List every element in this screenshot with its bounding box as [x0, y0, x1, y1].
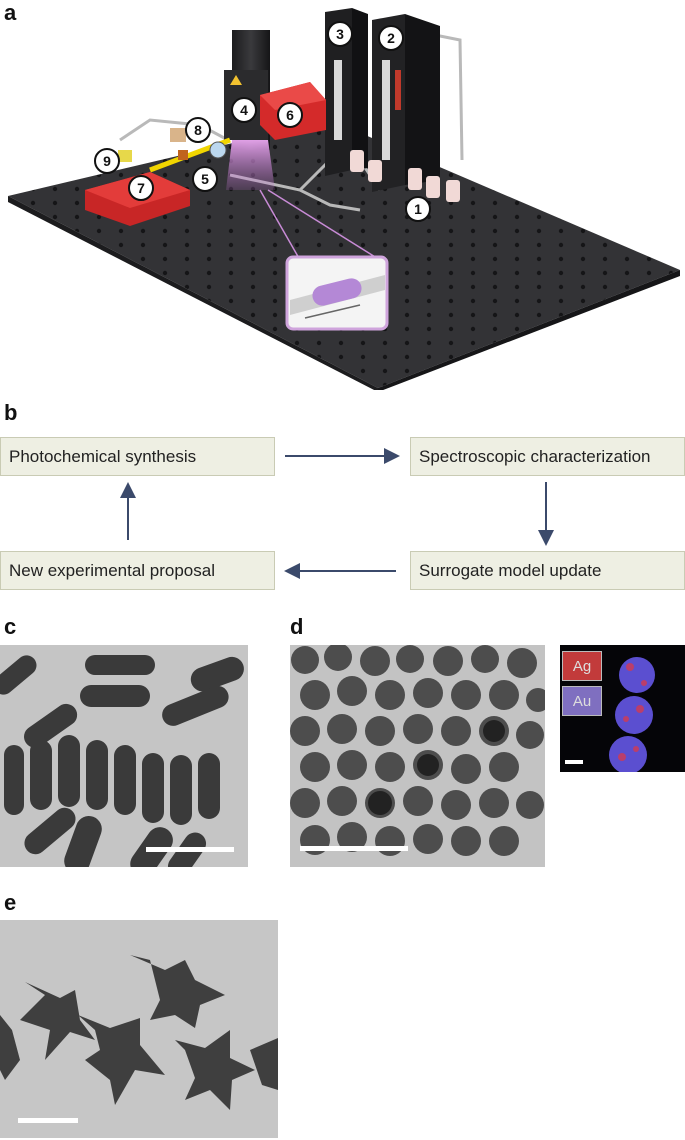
- svg-text:5: 5: [201, 171, 209, 187]
- scale-bar-e: [18, 1118, 78, 1123]
- surrogate-model-update-box: Surrogate model update: [410, 551, 685, 590]
- svg-text:8: 8: [194, 122, 202, 138]
- collimator: [209, 141, 227, 159]
- panel-label-c: c: [4, 614, 17, 639]
- photochemical-synthesis-label: Photochemical synthesis: [9, 446, 197, 466]
- svg-text:7: 7: [137, 180, 145, 196]
- new-experimental-proposal-box: New experimental proposal: [0, 551, 275, 590]
- optic-9: [118, 150, 132, 162]
- svg-text:2: 2: [387, 30, 395, 46]
- spectroscopic-characterization-label: Spectroscopic characterization: [419, 446, 651, 466]
- component-marker-8: 8: [185, 117, 211, 143]
- component-marker-7: 7: [128, 175, 154, 201]
- component-marker-3: 3: [327, 21, 353, 47]
- scale-bar-d: [300, 846, 408, 851]
- spectroscopic-characterization-box: Spectroscopic characterization: [410, 437, 685, 476]
- surrogate-model-update-label: Surrogate model update: [419, 560, 602, 580]
- component-marker-6: 6: [277, 102, 303, 128]
- tem-image-nanorods: [0, 645, 248, 867]
- component-marker-1: 1: [405, 196, 431, 222]
- svg-text:9: 9: [103, 153, 111, 169]
- svg-text:6: 6: [286, 107, 294, 123]
- reagent-vials: [350, 150, 460, 202]
- scale-bar-c: [146, 847, 234, 852]
- legend-ag: Ag: [562, 651, 602, 681]
- component-marker-2: 2: [378, 25, 404, 51]
- optic-5: [178, 150, 188, 160]
- svg-text:1: 1: [414, 201, 422, 217]
- syringe-pump-tower-3: [325, 8, 368, 176]
- panel-label-a: a: [4, 0, 17, 25]
- flow-synthesis-setup-illustration: 3 2 4 6 8 9 5 7 1: [8, 8, 680, 390]
- component-marker-9: 9: [94, 148, 120, 174]
- svg-text:3: 3: [336, 26, 344, 42]
- legend-au: Au: [562, 686, 602, 716]
- workflow-arrows: [120, 448, 554, 579]
- syringe-pump-tower-2: [372, 14, 440, 192]
- tem-image-nanoparticles: [290, 645, 545, 867]
- svg-text:4: 4: [240, 102, 248, 118]
- scale-bar-edx: [565, 760, 583, 764]
- new-experimental-proposal-label: New experimental proposal: [9, 560, 215, 580]
- panel-label-b: b: [4, 400, 18, 425]
- optic-8: [170, 128, 186, 142]
- photochemical-synthesis-box: Photochemical synthesis: [0, 437, 275, 476]
- tem-image-nanostars: [0, 920, 278, 1138]
- flow-cell-inset: [259, 189, 389, 331]
- component-marker-5: 5: [192, 166, 218, 192]
- component-marker-4: 4: [231, 97, 257, 123]
- panel-label-d: d: [290, 614, 304, 639]
- panel-label-e: e: [4, 890, 17, 915]
